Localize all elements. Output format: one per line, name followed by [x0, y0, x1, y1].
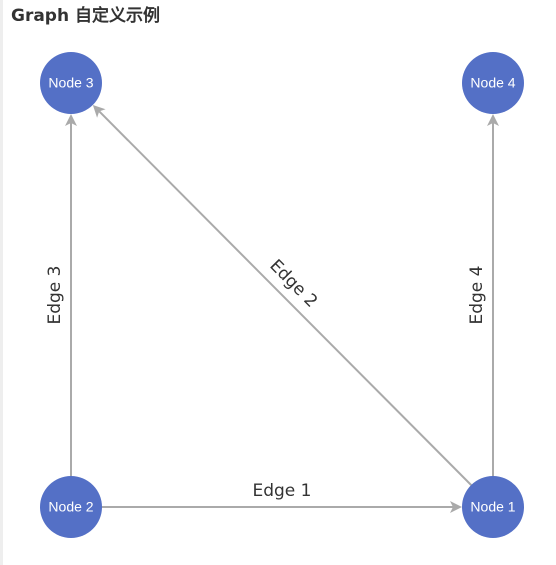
edge-e2[interactable]: Edge 2 [92, 104, 494, 508]
edge-e4[interactable]: Edge 4 [467, 114, 499, 507]
node-circle[interactable] [40, 52, 102, 114]
node-label: Node 1 [470, 499, 515, 515]
chart-title: Graph 自定义示例 [11, 6, 160, 26]
node-label: Node 3 [48, 75, 93, 91]
arrowhead-icon [65, 114, 77, 126]
edge-label: Edge 2 [265, 256, 321, 312]
arrowhead-icon [487, 114, 499, 126]
node-n4[interactable]: Node 4 [462, 52, 524, 114]
node-circle[interactable] [462, 52, 524, 114]
node-circle[interactable] [462, 476, 524, 538]
edges-layer: Edge 1 Edge 2 Edge 3 Edge 4 [45, 104, 499, 513]
node-n3[interactable]: Node 3 [40, 52, 102, 114]
arrowhead-icon [450, 501, 462, 513]
node-label: Node 2 [48, 499, 93, 515]
node-n1[interactable]: Node 1 [462, 476, 524, 538]
nodes-layer: Node 1 Node 2 Node 3 Node 4 [40, 52, 524, 538]
edge-label: Edge 3 [45, 265, 65, 324]
node-circle[interactable] [40, 476, 102, 538]
edge-label: Edge 4 [467, 265, 487, 324]
left-border [0, 0, 3, 565]
node-label: Node 4 [470, 75, 515, 91]
edge-e1[interactable]: Edge 1 [71, 481, 462, 513]
node-n2[interactable]: Node 2 [40, 476, 102, 538]
arrowhead-icon [92, 104, 106, 118]
edge-label: Edge 1 [252, 481, 311, 501]
edge-e3[interactable]: Edge 3 [45, 114, 77, 507]
edge-line[interactable] [98, 110, 494, 508]
